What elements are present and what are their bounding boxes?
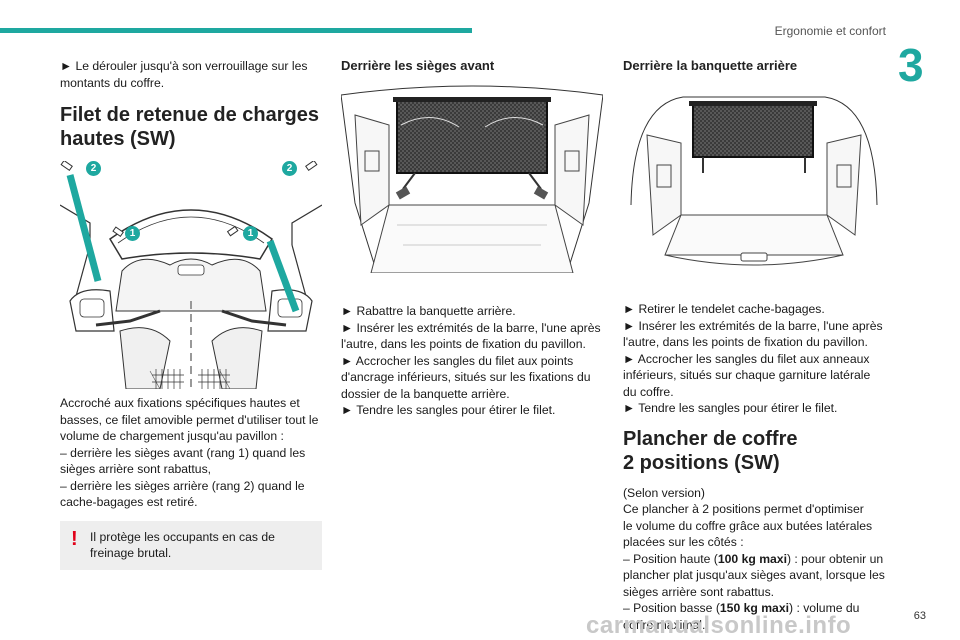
net-desc-line: volume de chargement jusqu'au pavillon : [60,429,284,443]
header-accent-bar [0,28,472,33]
pos-high-load: 100 kg maxi [717,551,787,566]
instruction-line: ► Insérer les extrémités de la barre, l'… [341,320,601,335]
net-description: Accroché aux fixations spécifiques haute… [60,395,322,511]
front-seats-heading: Derrière les sièges avant [341,58,495,73]
intro-line-2: montants du coffre. [60,75,165,90]
floor-desc-line: plancher plat jusqu'aux sièges avant, lo… [623,568,885,582]
net-title: Filet de retenue de charges hautes (SW) [60,103,322,151]
instruction-line: dossier de la banquette arrière. [341,386,510,401]
net-desc-line: – derrière les sièges arrière (rang 2) q… [60,478,305,493]
instruction-line: ► Rabattre la banquette arrière. [341,304,516,318]
front-seats-instructions: ► Rabattre la banquette arrière. ► Insér… [341,303,603,419]
page-number: 63 [913,610,926,622]
floor-desc-line: coffre maximal. [623,617,706,632]
floor-desc-line: sièges arrière sont rabattus. [623,584,775,599]
instruction-line: ► Tendre les sangles pour étirer le file… [623,401,838,415]
chapter-number: 3 [898,39,924,91]
floor-title-line-2: 2 positions (SW) [623,451,780,474]
badge-1-left: 1 [125,226,140,241]
instruction-line: l'autre, dans les points de fixation du … [623,335,868,349]
net-desc-line: – derrière les sièges avant (rang 1) qua… [60,445,306,460]
instruction-line: ► Retirer le tendelet cache-bagages. [623,302,825,316]
rear-bench-figure [623,85,885,273]
pos-high-pre: – Position haute ( [623,551,718,566]
rear-bench-net-drawing [630,96,878,266]
net-title-line-2: hautes (SW) [60,128,176,150]
column-right: Derrière la banquette arrière ► Retirer [623,58,885,633]
warning-exclamation-icon: ! [71,527,78,550]
net-desc-line: Accroché aux fixations spécifiques haute… [60,396,300,410]
badge-2-left: 2 [86,161,101,176]
column-left: ► Le dérouler jusqu'à son verrouillage s… [59,58,323,570]
pos-low-post: ) : volume du [789,601,860,615]
front-seats-figure [340,85,604,274]
watermark: carmanualsonline.info [586,612,852,639]
floor-description: (Selon version) Ce plancher à 2 position… [623,485,885,634]
section-title: Ergonomie et confort [774,24,886,38]
pos-low-pre: – Position basse ( [623,601,720,615]
warning-line-1: Il protège les occupants en cas de [90,529,275,544]
warning-box: ! Il protège les occupants en cas de fre… [60,520,322,570]
net-figure-illustration: 2 2 1 1 [59,159,323,390]
column-middle: Derrière les sièges avant [340,58,604,419]
intro-line-1: ► Le dérouler jusqu'à son verrouillage s… [60,59,308,73]
rear-bench-instructions: ► Retirer le tendelet cache-bagages. ► I… [623,301,885,417]
instruction-line: d'ancrage inférieurs, situés sur les fix… [341,370,591,384]
rear-interior-drawing [59,159,323,390]
net-desc-line: cache-bagages est retiré. [60,495,198,509]
instruction-line: l'autre, dans les points de fixation du … [341,337,586,351]
badge-2-right: 2 [282,161,297,176]
net-desc-line: basses, ce filet amovible permet d'utili… [60,412,319,427]
pos-low-load: 150 kg maxi [719,601,789,615]
instruction-line: du coffre. [623,384,674,399]
intro-text: ► Le dérouler jusqu'à son verrouillage s… [60,58,322,91]
net-title-line-1: Filet de retenue de charges [60,104,319,126]
position-high-line: – Position haute (100 kg maxi) : pour ob… [623,552,883,566]
instruction-line: ► Accrocher les sangles du filet aux poi… [341,353,574,368]
instruction-line: ► Accrocher les sangles du filet aux ann… [623,351,870,366]
front-seats-net-drawing [340,85,604,274]
instruction-line: inférieurs, situés sur chaque garniture … [623,368,871,382]
floor-title-line-1: Plancher de coffre [623,427,798,450]
instruction-line: ► Tendre les sangles pour étirer le file… [341,403,556,417]
rear-bench-heading: Derrière la banquette arrière [623,58,798,73]
position-low-line: – Position basse (150 kg maxi) : volume … [623,601,859,615]
warning-line-2: freinage brutal. [90,546,172,560]
floor-desc-line: placées sur les côtés : [623,535,744,549]
badge-1-right: 1 [243,226,258,241]
floor-desc-line: Ce plancher à 2 positions permet d'optim… [623,502,864,516]
floor-desc-line: (Selon version) [623,485,705,500]
pos-high-post: ) : pour obtenir un [786,551,884,566]
instruction-line: ► Insérer les extrémités de la barre, l'… [623,318,883,333]
floor-title: Plancher de coffre 2 positions (SW) [623,427,885,475]
net-desc-line: sièges arrière sont rabattus, [60,462,212,476]
floor-desc-line: le volume du coffre grâce aux butées lat… [623,518,873,533]
